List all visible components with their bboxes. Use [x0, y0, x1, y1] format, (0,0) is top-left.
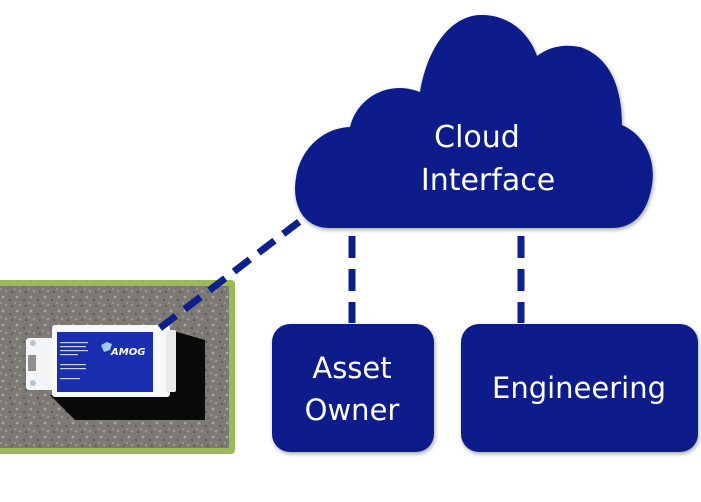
mount-hole-icon [30, 380, 36, 386]
mount-hole-icon [30, 340, 36, 346]
cloud-interface-node[interactable]: Cloud Interface [295, 14, 653, 228]
cloud-shape-icon [295, 14, 653, 228]
sensor-device: AMOG [26, 325, 176, 397]
asset-owner-node[interactable]: Asset Owner [272, 324, 434, 452]
device-label-panel [57, 332, 153, 392]
cloud-label-line1: Cloud [434, 120, 520, 155]
connector-device-to-cloud [157, 209, 315, 331]
device-end-cap-left [26, 338, 56, 390]
device-photo: AMOG [0, 280, 235, 454]
asset-owner-label-line2: Owner [305, 393, 400, 427]
engineering-label: Engineering [492, 371, 666, 405]
label-fine-print [60, 342, 88, 380]
connector-icon [28, 355, 36, 371]
engineering-node[interactable]: Engineering [461, 324, 698, 452]
asset-owner-label-line1: Asset [312, 351, 391, 385]
device-shadow [50, 330, 205, 420]
amog-logo-icon [101, 342, 112, 352]
asset-owner-box [272, 324, 434, 452]
device-brand-label: AMOG [110, 347, 145, 358]
cloud-label-line2: Interface [421, 163, 555, 198]
engineering-box [461, 324, 698, 452]
device-end-cap-right [166, 330, 176, 392]
